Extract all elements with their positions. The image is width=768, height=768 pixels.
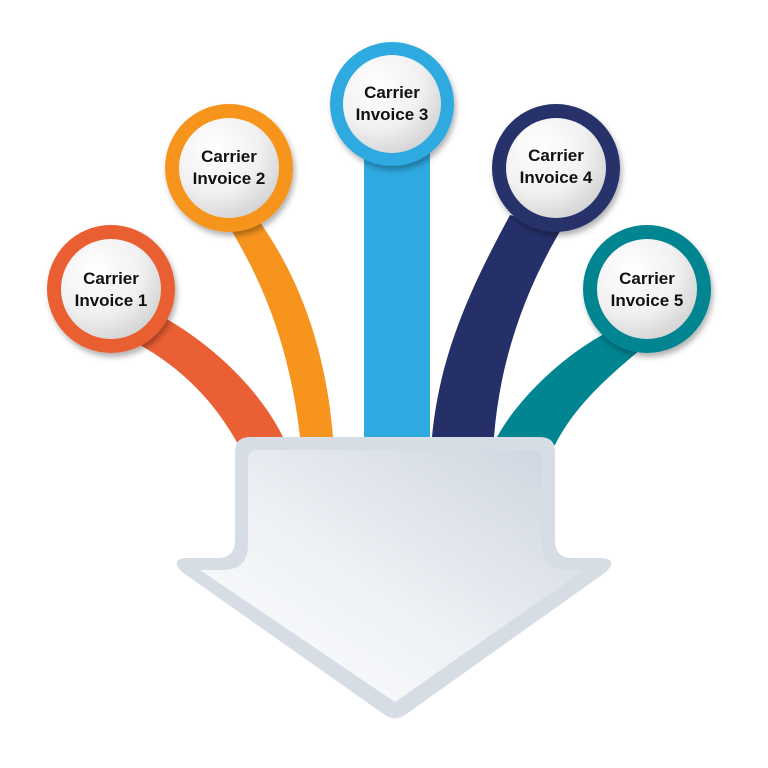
node-2 bbox=[165, 104, 293, 232]
stem-1 bbox=[120, 310, 283, 448]
node-1-face bbox=[61, 239, 161, 339]
stem-2 bbox=[228, 215, 333, 437]
node-5 bbox=[583, 225, 711, 353]
stem-3 bbox=[364, 150, 430, 440]
stem-4 bbox=[432, 215, 562, 437]
stem-5 bbox=[497, 330, 640, 445]
node-4 bbox=[492, 104, 620, 232]
node-3-face bbox=[343, 55, 441, 153]
node-5-face bbox=[597, 239, 697, 339]
arrow-face bbox=[200, 450, 584, 702]
node-1 bbox=[47, 225, 175, 353]
node-2-face bbox=[179, 118, 279, 218]
node-4-face bbox=[506, 118, 606, 218]
node-3 bbox=[330, 42, 454, 166]
